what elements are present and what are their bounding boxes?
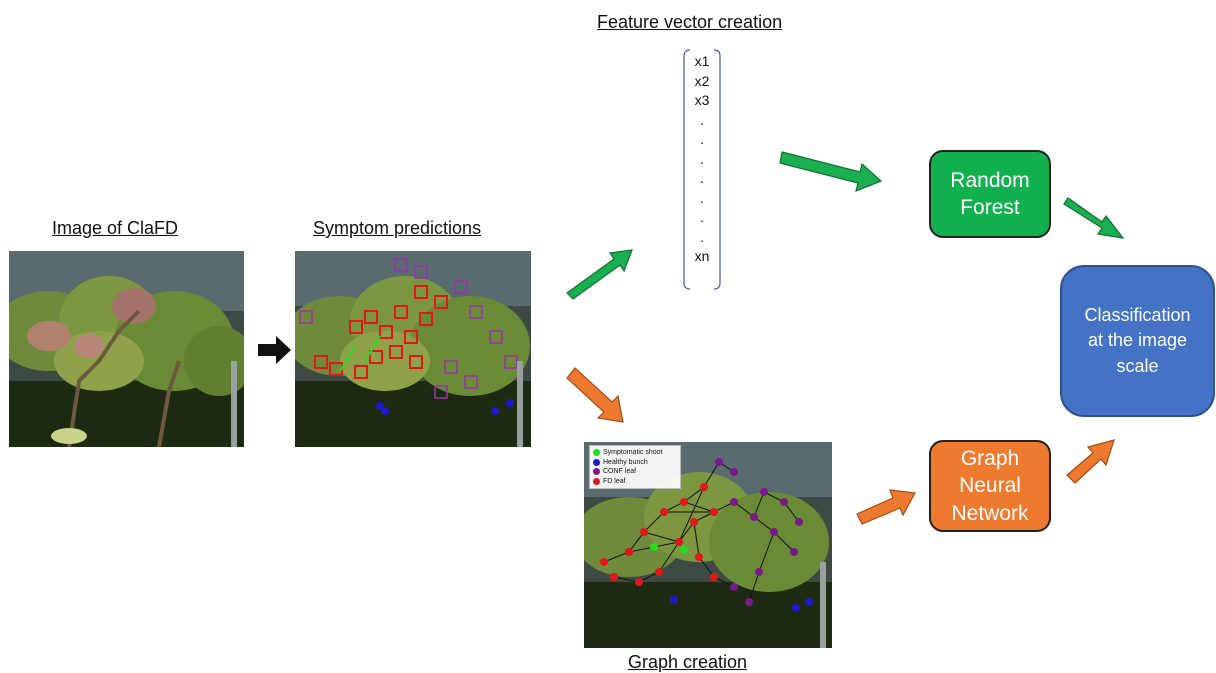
feature-vector: x1 x2 x3 . . . . . . . xn [683,48,721,291]
legend-label: CONF leaf [603,468,637,475]
vector-bracket-icon [683,49,721,290]
vector-entry: . [700,150,704,167]
green-arrow-icon [1063,197,1125,239]
vector-entry: . [700,131,704,147]
black-arrow-icon [258,336,291,364]
classification-box: Classification at the image scale [1060,265,1215,417]
gnn-box: Graph Neural Network [929,440,1051,532]
random-forest-label: Random Forest [950,168,1030,219]
random-forest-box: Random Forest [929,150,1051,238]
green-arrow-icon [566,249,633,300]
symptom-prediction-image [295,251,531,447]
vector-entry: . [700,170,704,186]
legend-label: Healthy bunch [603,458,648,466]
legend-item: FD leaf [593,477,677,487]
legend-marker-icon [593,458,600,466]
orange-arrow-icon [1066,439,1115,484]
legend-item: Healthy bunch [593,458,677,468]
vector-entry: xn [694,248,710,264]
graph-legend: Symptomatic shoot Healthy bunch CONF lea… [589,445,681,489]
legend-marker-icon [593,449,600,457]
vector-entry: x3 [694,92,710,108]
symptom-predictions-label: Symptom predictions [313,218,482,238]
orange-arrow-icon [566,367,624,423]
gnn-label: Graph Neural Network [951,447,1029,525]
vector-entry: x1 [694,53,710,69]
vector-entry: . [700,189,704,206]
feature-vector-label: Feature vector creation [597,12,783,32]
green-arrow-icon [779,151,883,192]
vector-entry: . [700,228,704,245]
legend-label: FD leaf [603,477,626,485]
vector-entry: . [700,111,704,128]
legend-marker-icon [593,468,600,476]
image-label: Image of ClaFD [52,218,179,238]
graph-image [584,442,832,648]
legend-marker-icon [593,477,600,485]
graph-creation-label: Graph creation [628,652,748,672]
orange-arrow-icon [856,489,916,525]
legend-label: Symptomatic shoot [603,449,663,456]
legend-item: CONF leaf [593,467,677,477]
vector-entry: . [700,209,704,225]
classification-label: Classification at the image scale [1084,305,1191,376]
legend-item: Symptomatic shoot [593,448,677,458]
vine-image [9,251,244,447]
vector-entry: x2 [694,72,710,89]
